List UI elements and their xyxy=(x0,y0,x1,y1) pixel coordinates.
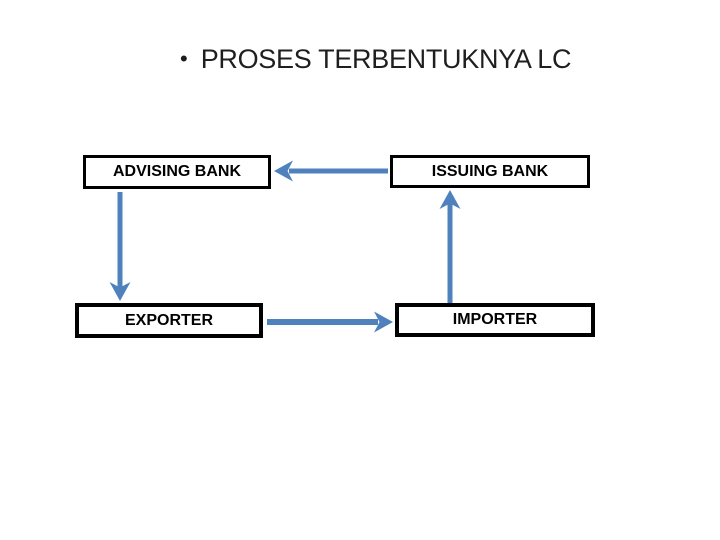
box-importer-label: IMPORTER xyxy=(452,311,538,328)
arrow-importer-to-issuing xyxy=(439,190,461,303)
box-exporter-label: EXPORTER xyxy=(124,311,213,329)
page-title: PROSES TERBENTUKNYA LC xyxy=(200,44,572,74)
bullet-marker: • xyxy=(180,45,188,71)
arrow-head-up-icon xyxy=(439,190,461,209)
arrow-exporter-to-importer xyxy=(267,311,393,333)
box-importer: IMPORTER xyxy=(395,303,595,337)
arrow-head-right-icon xyxy=(374,311,393,333)
arrow-head-down-icon xyxy=(109,282,131,301)
box-advising-bank: ADVISING BANK xyxy=(83,155,271,189)
arrow-head-left-icon xyxy=(274,160,293,182)
arrow-issuing-to-advising xyxy=(274,160,388,182)
box-issuing-bank: ISSUING BANK xyxy=(390,155,590,188)
arrow-advising-to-exporter xyxy=(109,192,131,301)
box-advising-bank-label: ADVISING BANK xyxy=(112,163,241,180)
box-issuing-bank-label: ISSUING BANK xyxy=(431,162,549,180)
box-exporter: EXPORTER xyxy=(75,303,263,338)
slide-title-row: • PROSES TERBENTUKNYA LC xyxy=(180,44,572,75)
